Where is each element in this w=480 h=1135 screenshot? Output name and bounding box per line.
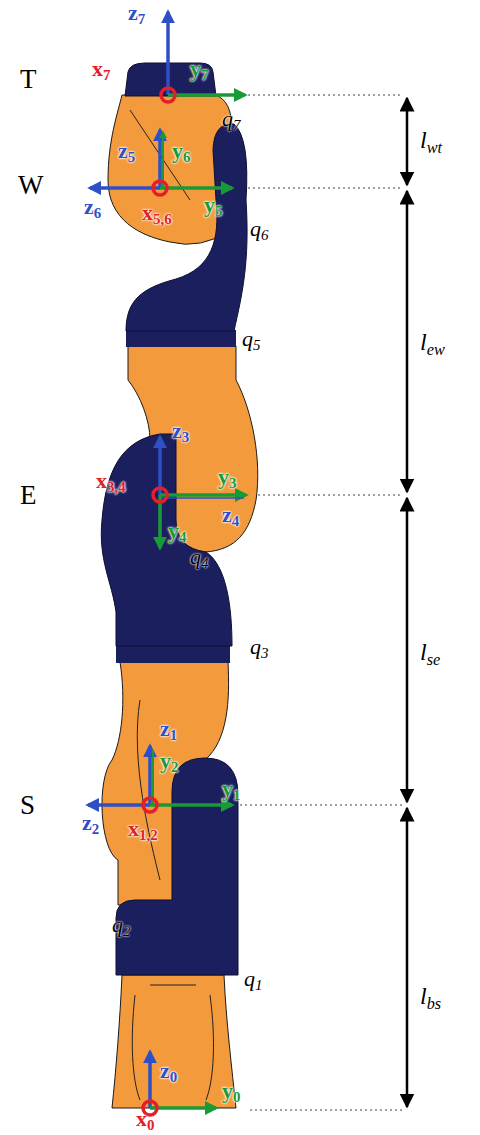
dimension-label: lew: [420, 330, 445, 358]
joint-label: q1: [244, 968, 262, 993]
dimension-label: lwt: [420, 128, 442, 156]
joint-label: q7: [222, 108, 240, 133]
axis-label: x1,2: [128, 818, 158, 843]
axis-label: z6: [84, 196, 101, 221]
joint-label: q6: [250, 218, 268, 243]
axis-label: z1: [160, 718, 177, 743]
axis-label: z2: [82, 812, 99, 837]
axis-label: z5: [118, 140, 135, 165]
axis-label: y5: [204, 194, 222, 219]
axis-label: y4: [168, 520, 186, 545]
axis-label: z7: [128, 2, 145, 27]
axis-label: y3: [218, 466, 236, 491]
dimension-label: lbs: [420, 984, 441, 1012]
dimension-label: lse: [420, 640, 440, 668]
axis-label: x7: [92, 58, 110, 83]
axis-label: z0: [160, 1060, 177, 1085]
joint-label: q3: [250, 636, 268, 661]
point-label: W: [18, 172, 43, 199]
axis-label: y6: [172, 140, 190, 165]
axis-label: x3,4: [96, 470, 126, 495]
axis-label: z4: [222, 504, 239, 529]
joint-label: q2: [112, 914, 130, 939]
point-label: T: [20, 66, 37, 93]
joint-label: q4: [190, 546, 208, 571]
axis-label: y7: [190, 58, 208, 83]
axis-label: y0: [222, 1080, 240, 1105]
axis-label: y2: [160, 750, 178, 775]
point-label: S: [20, 792, 35, 819]
axis-label: z3: [172, 420, 189, 445]
joint-label: q5: [242, 328, 260, 353]
axis-label: y1: [222, 778, 240, 803]
axis-label: x0: [136, 1108, 154, 1133]
point-label: E: [20, 482, 37, 509]
axis-label: x5,6: [142, 202, 172, 227]
